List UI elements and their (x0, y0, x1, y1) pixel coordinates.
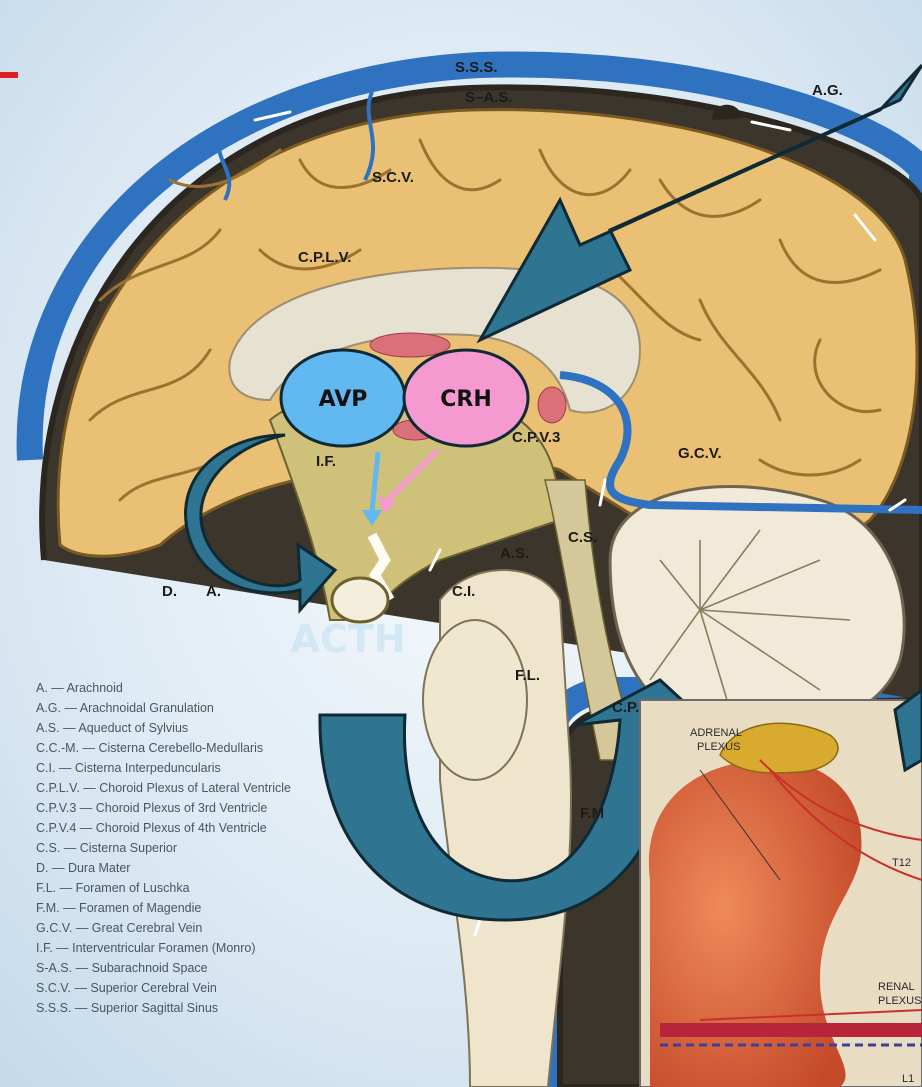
adrenal-inset: ADRENAL PLEXUS RENAL PLEXUS T12 L1 (640, 700, 922, 1087)
label-sss: S.S.S. (455, 59, 498, 76)
label-d: D. (162, 583, 177, 600)
inset-l1: L1 (902, 1073, 914, 1085)
legend-item: F.L. — Foramen of Luschka (36, 881, 190, 895)
label-fm: F.M (580, 805, 604, 822)
label-sas: S–A.S. (465, 89, 513, 106)
pons (423, 620, 527, 780)
avp-label: AVP (319, 387, 368, 412)
legend-item: G.C.V. — Great Cerebral Vein (36, 921, 202, 935)
inset-adrenal-plexus-2: PLEXUS (697, 741, 740, 753)
legend-item: C.P.V.3 — Choroid Plexus of 3rd Ventricl… (36, 801, 267, 815)
pituitary (332, 578, 388, 622)
legend-item: I.F. — Interventricular Foramen (Monro) (36, 941, 256, 955)
legend-item: A.S. — Aqueduct of Sylvius (36, 721, 188, 735)
legend-item: S-A.S. — Subarachnoid Space (36, 961, 208, 975)
label-a: A. (206, 583, 221, 600)
label-as: A.S. (500, 545, 529, 562)
legend-item: D. — Dura Mater (36, 861, 130, 875)
legend-item: S.C.V. — Superior Cerebral Vein (36, 981, 217, 995)
legend-item: C.P.V.4 — Choroid Plexus of 4th Ventricl… (36, 821, 267, 835)
legend-item: C.C.-M. — Cisterna Cerebello-Medullaris (36, 741, 263, 755)
label-ag: A.G. (812, 82, 843, 99)
legend-item: C.I. — Cisterna Interpeduncularis (36, 761, 221, 775)
legend-item: F.M. — Foramen of Magendie (36, 901, 201, 915)
inset-renal-plexus-2: PLEXUS (878, 995, 921, 1007)
inset-renal-plexus-1: RENAL (878, 981, 915, 993)
legend-item: S.S.S. — Superior Sagittal Sinus (36, 1001, 218, 1015)
acth-label: ACTH (290, 617, 405, 661)
label-cpv3: C.P.V.3 (512, 429, 560, 446)
kidney (649, 760, 862, 1087)
label-cs: C.S. (568, 529, 597, 546)
legend-item: A. — Arachnoid (36, 681, 123, 695)
label-fl: F.L. (515, 667, 540, 684)
red-corner-mark (0, 72, 18, 78)
crh-label: CRH (440, 387, 492, 412)
label-scv: S.C.V. (372, 169, 414, 186)
label-if: I.F. (316, 453, 336, 470)
inset-adrenal-plexus-1: ADRENAL (690, 727, 742, 739)
legend-item: C.S. — Cisterna Superior (36, 841, 177, 855)
inset-t12: T12 (892, 857, 911, 869)
legend-item: C.P.L.V. — Choroid Plexus of Lateral Ven… (36, 781, 291, 795)
label-ci: C.I. (452, 583, 475, 600)
legend-item: A.G. — Arachnoidal Granulation (36, 701, 214, 715)
label-cplv: C.P.L.V. (298, 249, 351, 266)
label-gcv: G.C.V. (678, 445, 722, 462)
